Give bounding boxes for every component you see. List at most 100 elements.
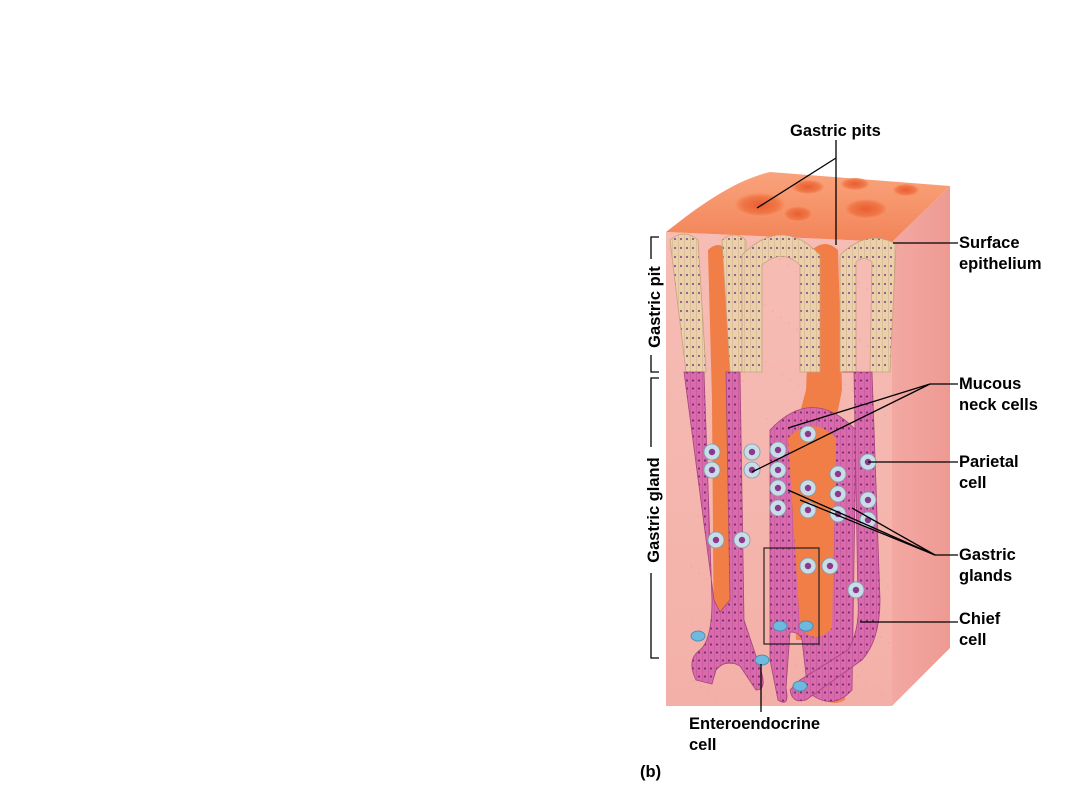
tissue-speck <box>767 475 769 477</box>
gastric-glands-label: Gastric glands <box>959 545 1016 586</box>
tissue-speck <box>867 345 869 347</box>
tissue-speck <box>795 271 797 273</box>
parietal-cell-line2: cell <box>959 473 1019 494</box>
block-side-face <box>892 186 950 706</box>
surface-epithelium-line1: Surface <box>959 233 1042 254</box>
tissue-speck <box>779 259 781 261</box>
tissue-speck <box>855 561 857 563</box>
parietal-cell-line1: Parietal <box>959 452 1019 473</box>
parietal-cell-nucleus <box>835 471 841 477</box>
tissue-speck <box>852 390 854 392</box>
parietal-cell-nucleus <box>713 537 719 543</box>
tissue-speck <box>765 361 767 363</box>
parietal-cell-nucleus <box>805 563 811 569</box>
enteroendocrine-cell <box>799 621 813 631</box>
tissue-speck <box>794 664 796 666</box>
gastric-pit-opening <box>783 206 813 222</box>
tissue-speck <box>692 680 694 682</box>
tissue-speck <box>880 636 882 638</box>
tissue-speck <box>787 265 789 267</box>
tissue-speck <box>873 687 875 689</box>
tissue-speck <box>788 322 790 324</box>
parietal-cell-nucleus <box>749 449 755 455</box>
gastric-glands-line1: Gastric <box>959 545 1016 566</box>
parietal-cell-nucleus <box>775 467 781 473</box>
gastric-glands-line2: glands <box>959 566 1016 587</box>
tissue-speck <box>772 310 774 312</box>
tissue-speck <box>796 328 798 330</box>
tissue-speck <box>690 566 692 568</box>
parietal-cell-nucleus <box>805 431 811 437</box>
tissue-speck <box>789 379 791 381</box>
parietal-cell-nucleus <box>775 485 781 491</box>
tissue-speck <box>691 623 693 625</box>
parietal-cell-label: Parietal cell <box>959 452 1019 493</box>
mucous-neck-cells-line2: neck cells <box>959 395 1038 416</box>
tissue-speck <box>708 692 710 694</box>
enteroendocrine-cell <box>755 655 769 665</box>
tissue-speck <box>742 380 744 382</box>
parietal-cell-nucleus <box>709 467 715 473</box>
tissue-speck <box>716 698 718 700</box>
tissue-speck <box>706 578 708 580</box>
tissue-speck <box>763 697 765 699</box>
tissue-speck <box>877 465 879 467</box>
parietal-cell-nucleus <box>805 485 811 491</box>
tissue-speck <box>859 339 861 341</box>
tissue-speck <box>802 670 804 672</box>
parietal-cell-nucleus <box>865 497 871 503</box>
chief-cell-label: Chief cell <box>959 609 1000 650</box>
gastric-gland-bracket-label: Gastric gland <box>644 447 664 573</box>
tissue-speck <box>766 418 768 420</box>
tissue-speck <box>844 384 846 386</box>
tissue-speck <box>888 642 890 644</box>
parietal-cell-nucleus <box>775 447 781 453</box>
gastric-pit-opening <box>841 178 869 190</box>
enteroendocrine-cell <box>793 681 807 691</box>
chief-cell-line1: Chief <box>959 609 1000 630</box>
enteroendocrine-cell-line2: cell <box>689 735 820 756</box>
parietal-cell-nucleus <box>709 449 715 455</box>
tissue-speck <box>699 629 701 631</box>
surface-epithelium-label: Surface epithelium <box>959 233 1042 274</box>
tissue-speck <box>887 585 889 587</box>
gastric-pits-label: Gastric pits <box>790 121 881 142</box>
tissue-speck <box>881 693 883 695</box>
tissue-speck <box>884 414 886 416</box>
tissue-speck <box>698 572 700 574</box>
parietal-cell-nucleus <box>827 563 833 569</box>
tissue-speck <box>780 316 782 318</box>
surface-epithelium-line2: epithelium <box>959 254 1042 275</box>
tissue-speck <box>797 385 799 387</box>
parietal-cell-nucleus <box>749 467 755 473</box>
tissue-speck <box>773 367 775 369</box>
tissue-speck <box>697 515 699 517</box>
enteroendocrine-cell-line1: Enteroendocrine <box>689 714 820 735</box>
tissue-speck <box>857 675 859 677</box>
enteroendocrine-cell-label: Enteroendocrine cell <box>689 714 820 755</box>
tissue-speck <box>781 373 783 375</box>
gastric-pit-opening <box>893 184 919 196</box>
parietal-cell-nucleus <box>805 507 811 513</box>
gastric-pit-opening <box>844 199 888 219</box>
parietal-cell-nucleus <box>853 587 859 593</box>
mucous-neck-cells-label: Mucous neck cells <box>959 374 1038 415</box>
gastric-pit-opening <box>734 193 786 217</box>
mucous-neck-cells-line1: Mucous <box>959 374 1038 395</box>
parietal-cell-nucleus <box>739 537 745 543</box>
panel-label: (b) <box>640 762 661 783</box>
enteroendocrine-cell <box>773 621 787 631</box>
tissue-speck <box>866 288 868 290</box>
tissue-speck <box>700 686 702 688</box>
tissue-speck <box>764 304 766 306</box>
tissue-speck <box>885 471 887 473</box>
tissue-speck <box>858 282 860 284</box>
gastric-pit-bracket-label: Gastric pit <box>645 259 665 355</box>
chief-cell-line2: cell <box>959 630 1000 651</box>
tissue-speck <box>865 681 867 683</box>
parietal-cell-nucleus <box>775 505 781 511</box>
parietal-cell-nucleus <box>835 491 841 497</box>
tissue-speck <box>669 249 671 251</box>
